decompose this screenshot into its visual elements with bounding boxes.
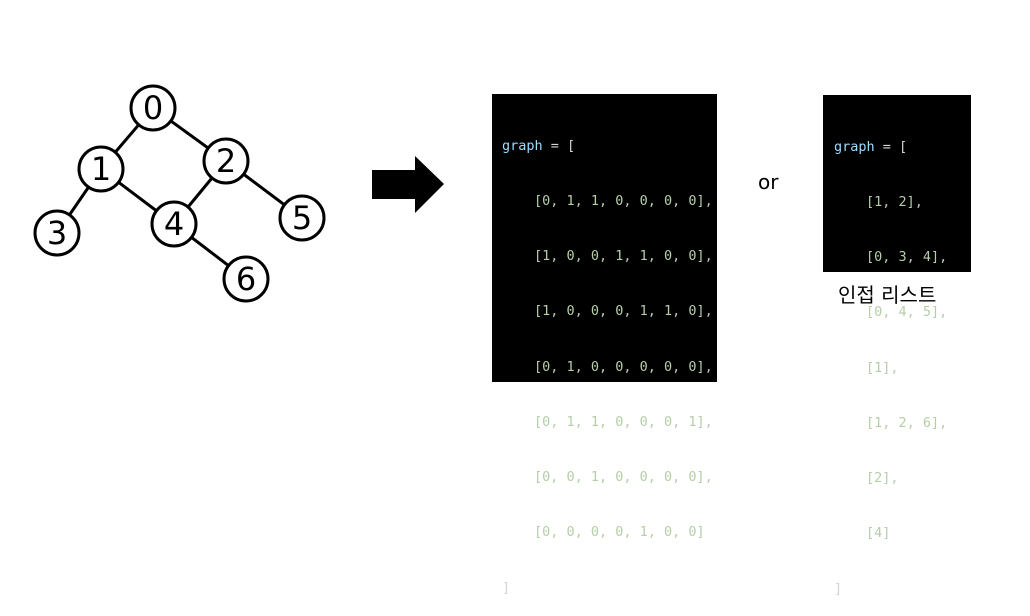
graph-node-label: 6 (236, 260, 256, 298)
graph-node-label: 3 (47, 214, 67, 252)
matrix-row: [1, 0, 0, 1, 1, 0, 0], (534, 248, 713, 265)
list-code-assign: = [ (874, 138, 908, 155)
graph-edges (55, 106, 303, 281)
list-row: [1, 2], (866, 194, 923, 211)
matrix-code-keyword: graph (502, 137, 543, 154)
graph-diagram: 01 2 3 4 56 (33, 84, 444, 303)
list-row: [2], (866, 470, 899, 487)
matrix-row: [0, 1, 0, 0, 0, 0, 0], (534, 358, 713, 375)
list-row: [1], (866, 359, 899, 376)
graph-node-circle (129, 84, 177, 132)
graph-node-label: 1 (91, 150, 111, 188)
list-row: [0, 4, 5], (866, 304, 948, 321)
graph-node-label: 0 (143, 89, 163, 127)
matrix-row: [0, 1, 1, 0, 0, 0, 1], (534, 413, 713, 430)
graph-node-circle (222, 255, 270, 303)
list-code-header: graph = [ (834, 138, 971, 156)
list-code-keyword: graph (834, 138, 875, 155)
graph-node-circle (33, 209, 81, 257)
separator-text: or (758, 170, 779, 194)
matrix-row: [0, 0, 0, 0, 1, 0, 0] (534, 524, 705, 541)
list-code-close: ] (834, 580, 843, 597)
graph-node-1: 1 (77, 145, 125, 193)
graph-node-label: 4 (164, 205, 184, 243)
graph-node-3: 3 (33, 209, 81, 257)
list-row: [1, 2, 6], (866, 414, 948, 431)
graph-node-circle (202, 137, 250, 185)
adjacency-list-code: graph = [ [1, 2], [0, 3, 4], [0, 4, 5], … (823, 95, 971, 597)
matrix-row: [0, 1, 1, 0, 0, 0, 0], (534, 193, 713, 210)
matrix-row: [0, 0, 1, 0, 0, 0, 0], (534, 469, 713, 486)
graph-node-0: 0 (129, 84, 177, 132)
matrix-code-close: ] (502, 579, 511, 596)
matrix-code-assign: = [ (542, 137, 576, 154)
graph-node-4: 4 (150, 200, 198, 248)
graph-node-circle (278, 194, 326, 242)
matrix-code-header: graph = [ (502, 137, 717, 155)
graph-node-5: 5 (278, 194, 326, 242)
graph-node-circle (150, 200, 198, 248)
matrix-row: [1, 0, 0, 0, 1, 1, 0], (534, 303, 713, 320)
graph-node-label: 2 (216, 142, 236, 180)
adjacency-matrix-code: graph = [ [0, 1, 1, 0, 0, 0, 0], [1, 0, … (492, 94, 717, 596)
adjacency-list-caption: 인접 리스트 (838, 283, 937, 307)
graph-node-6: 6 (222, 255, 270, 303)
list-row: [0, 3, 4], (866, 249, 948, 266)
graph-nodes: 01 2 3 4 56 (33, 84, 326, 303)
list-row: [4] (866, 525, 891, 542)
right-arrow-icon (372, 156, 444, 213)
graph-node-label: 5 (292, 199, 312, 237)
graph-node-circle (77, 145, 125, 193)
graph-node-2: 2 (202, 137, 250, 185)
